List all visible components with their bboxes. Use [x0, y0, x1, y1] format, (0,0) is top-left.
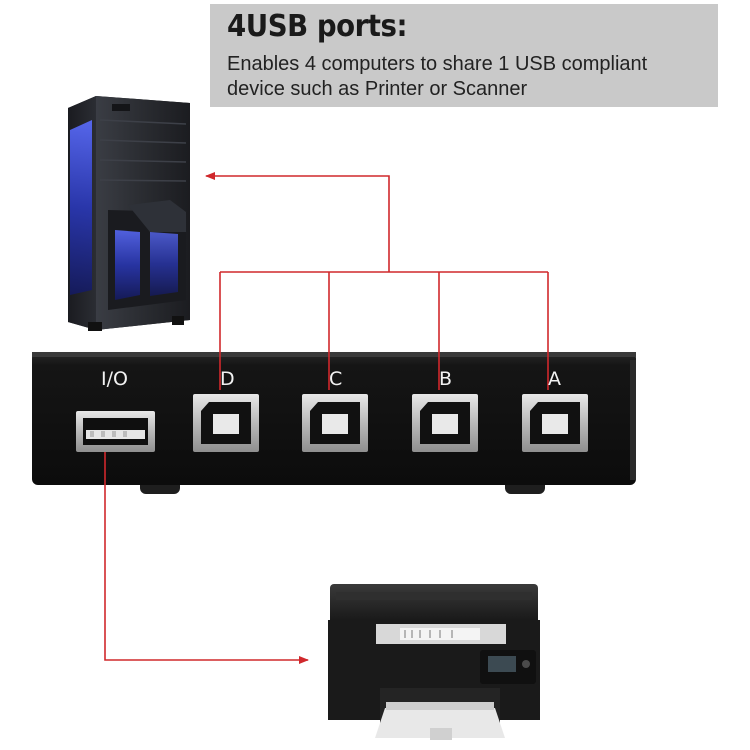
arrow-to-printer	[104, 452, 309, 664]
banner-description-line-2: device such as Printer or Scanner	[227, 78, 528, 100]
banner-description-line-1: Enables 4 computers to share 1 USB compl…	[227, 53, 648, 75]
usb-a-output-port	[76, 411, 155, 452]
io-port-label: I/O	[101, 368, 128, 390]
connection-lines	[104, 172, 549, 664]
port-label-b: B	[439, 368, 453, 390]
usb-b-port-c	[302, 394, 368, 452]
usb-b-port-b	[412, 394, 478, 452]
printer-image	[328, 584, 540, 740]
computer-tower-image	[68, 96, 190, 331]
banner-description: Enables 4 computers to share 1 USB compl…	[227, 52, 718, 102]
port-label-c: C	[329, 368, 343, 390]
usb-b-port-d	[193, 394, 259, 452]
banner-title: 4USB ports:	[227, 9, 408, 44]
port-label-a: A	[548, 368, 561, 390]
usb-switch-image	[32, 352, 636, 494]
arrow-to-computer	[205, 172, 390, 272]
usb-b-port-a	[522, 394, 588, 452]
info-banner: 4USB ports: Enables 4 computers to share…	[210, 4, 718, 107]
port-label-d: D	[220, 368, 235, 390]
